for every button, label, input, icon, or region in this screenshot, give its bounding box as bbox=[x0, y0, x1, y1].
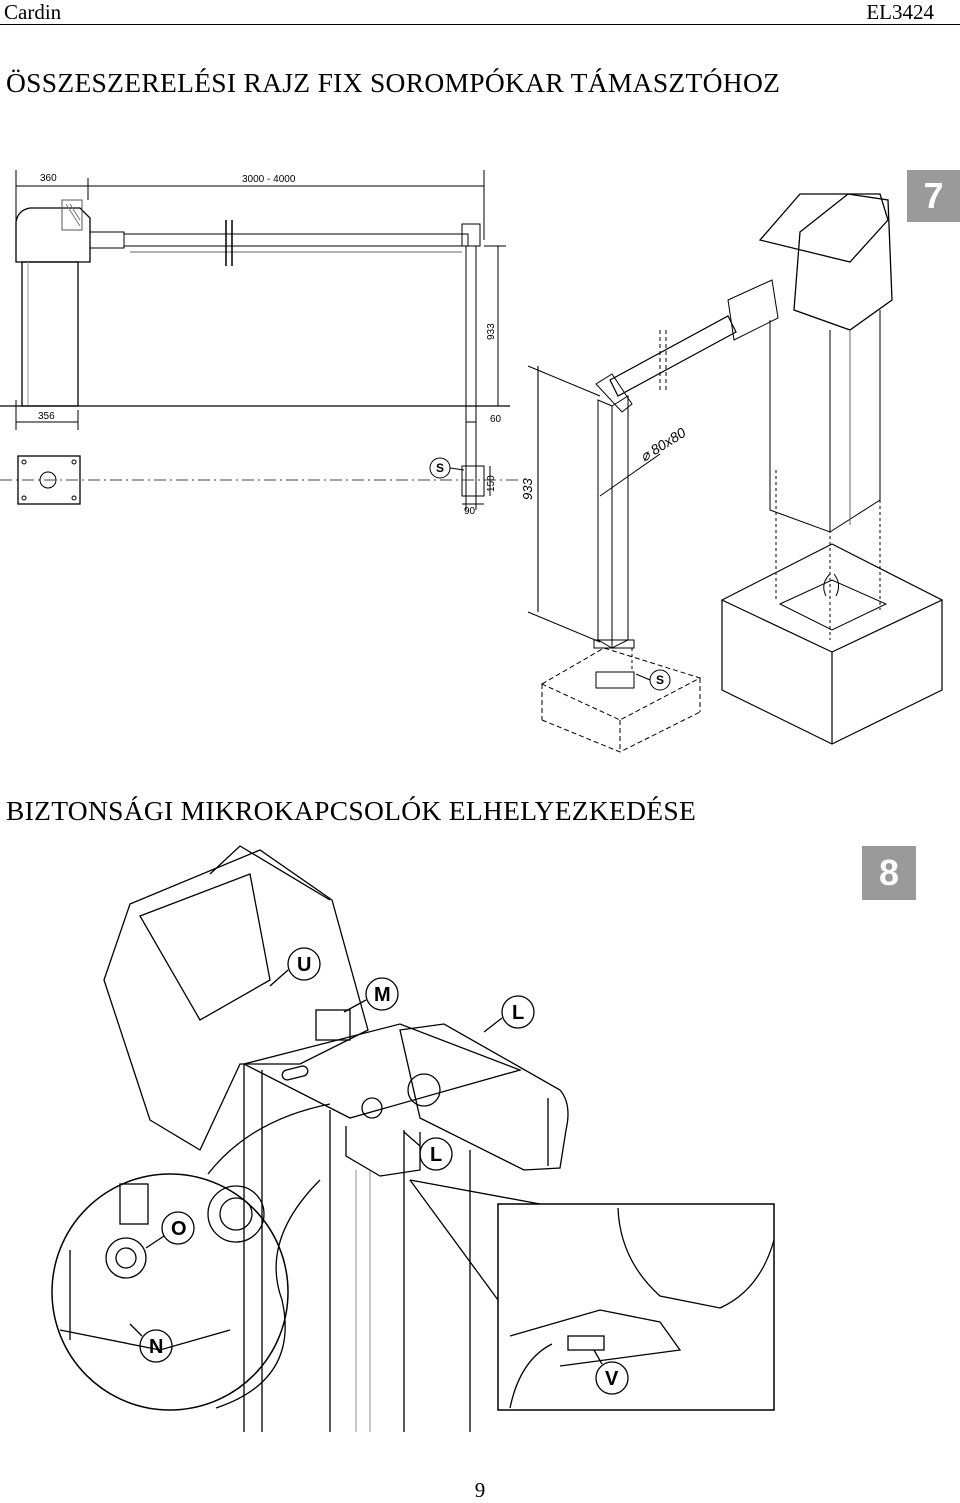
figure-number-badge: 8 bbox=[862, 846, 916, 900]
dimension-height-iso: 933 bbox=[520, 478, 535, 500]
brand-name: Cardin bbox=[4, 0, 62, 24]
dimension-90: 90 bbox=[464, 506, 476, 517]
figure-number-badge: 7 bbox=[907, 170, 960, 222]
section-title-microswitches: BIZTONSÁGI MIKROKAPCSOLÓK ELHELYEZKEDÉSE bbox=[6, 795, 697, 826]
section-title-assembly: ÖSSZESZERELÉSI RAJZ FIX SOROMPÓKAR TÁMAS… bbox=[6, 67, 781, 98]
label-v: V bbox=[605, 1368, 619, 1390]
label-l-bottom: L bbox=[430, 1144, 442, 1166]
label-n: N bbox=[149, 1336, 163, 1358]
page-number: 9 bbox=[474, 1478, 486, 1502]
label-m: M bbox=[374, 984, 391, 1006]
dimension-tube: ⌀ 80x80 bbox=[637, 424, 688, 464]
dimension-356: 356 bbox=[38, 411, 55, 422]
label-s-2: S bbox=[656, 673, 664, 687]
dimension-60: 60 bbox=[490, 414, 502, 425]
label-l-top: L bbox=[512, 1002, 524, 1024]
label-u: U bbox=[297, 954, 311, 976]
label-o: O bbox=[171, 1218, 187, 1240]
dimension-height-left: 933 bbox=[486, 323, 497, 340]
dimension-150: 150 bbox=[486, 475, 497, 492]
label-s-1: S bbox=[436, 461, 444, 475]
model-number: EL3424 bbox=[866, 0, 934, 24]
page-header: Cardin EL3424 bbox=[0, 0, 960, 25]
dimension-length: 3000 - 4000 bbox=[242, 174, 296, 185]
dimension-360: 360 bbox=[40, 173, 57, 184]
